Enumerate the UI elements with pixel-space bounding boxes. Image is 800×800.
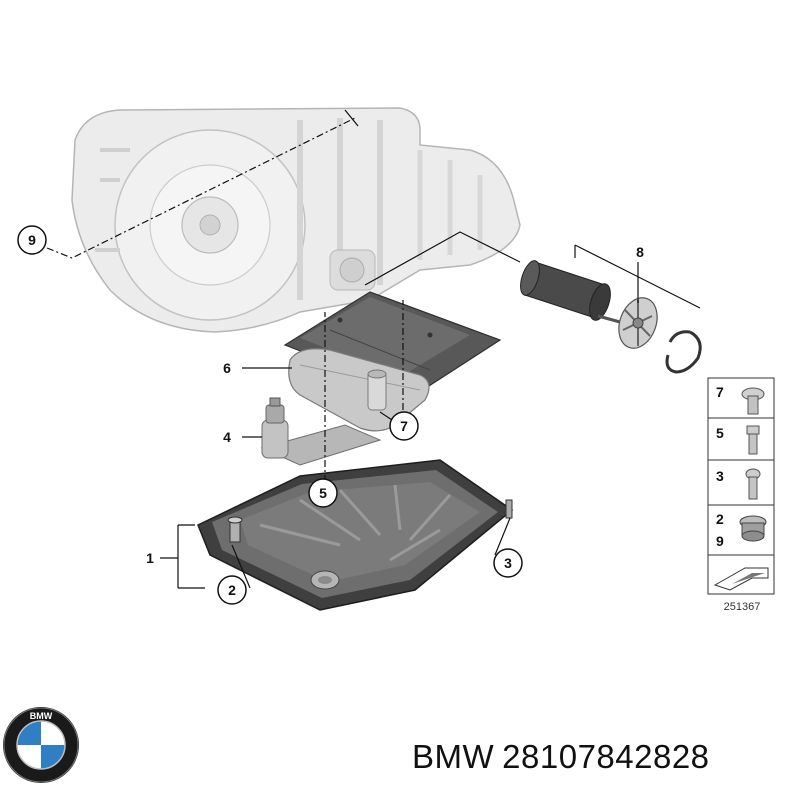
bmw-logo: BMW bbox=[3, 707, 79, 783]
legend-row-3: 3 bbox=[716, 468, 761, 500]
callout-5: 5 bbox=[308, 478, 338, 508]
part-number: 28107842828 bbox=[502, 738, 710, 775]
callout-9: 9 bbox=[17, 225, 47, 255]
callout-8: 8 bbox=[636, 244, 644, 260]
svg-text:2: 2 bbox=[716, 511, 724, 527]
transmission-housing bbox=[71, 107, 521, 333]
svg-text:4: 4 bbox=[223, 429, 231, 445]
legend-arrow bbox=[713, 567, 769, 591]
svg-text:1: 1 bbox=[146, 550, 154, 566]
svg-text:9: 9 bbox=[28, 232, 36, 248]
pressure-sensor bbox=[260, 397, 382, 466]
callout-1: 1 bbox=[146, 550, 154, 566]
oil-strainer bbox=[288, 348, 430, 432]
svg-text:3: 3 bbox=[716, 468, 724, 484]
svg-text:2: 2 bbox=[228, 582, 236, 598]
svg-text:7: 7 bbox=[716, 384, 724, 400]
brand-name: BMW bbox=[412, 738, 495, 775]
svg-text:6: 6 bbox=[223, 360, 231, 376]
oil-filter bbox=[520, 260, 621, 324]
leader-lines bbox=[46, 109, 701, 589]
filter-cover bbox=[618, 297, 658, 349]
callout-2: 2 bbox=[217, 575, 247, 605]
svg-text:5: 5 bbox=[716, 425, 724, 441]
svg-text:9: 9 bbox=[716, 533, 724, 549]
fastener-legend: 7 5 3 2 9 bbox=[707, 377, 775, 595]
svg-text:5: 5 bbox=[319, 485, 327, 501]
legend-row-5: 5 bbox=[716, 425, 760, 455]
snap-ring bbox=[665, 330, 702, 374]
legend-row-2-9: 2 9 bbox=[716, 511, 767, 549]
legend-row-7: 7 bbox=[716, 384, 765, 415]
callout-7: 7 bbox=[389, 411, 419, 441]
bmw-logo-letters: BMW bbox=[30, 711, 53, 721]
callout-6: 6 bbox=[223, 360, 231, 376]
oil-pan bbox=[197, 459, 514, 611]
diagram-reference-number: 251367 bbox=[724, 601, 761, 613]
callout-4: 4 bbox=[223, 429, 231, 445]
svg-text:7: 7 bbox=[400, 418, 408, 434]
svg-text:3: 3 bbox=[504, 555, 512, 571]
svg-text:8: 8 bbox=[636, 244, 644, 260]
callout-3: 3 bbox=[493, 548, 523, 578]
